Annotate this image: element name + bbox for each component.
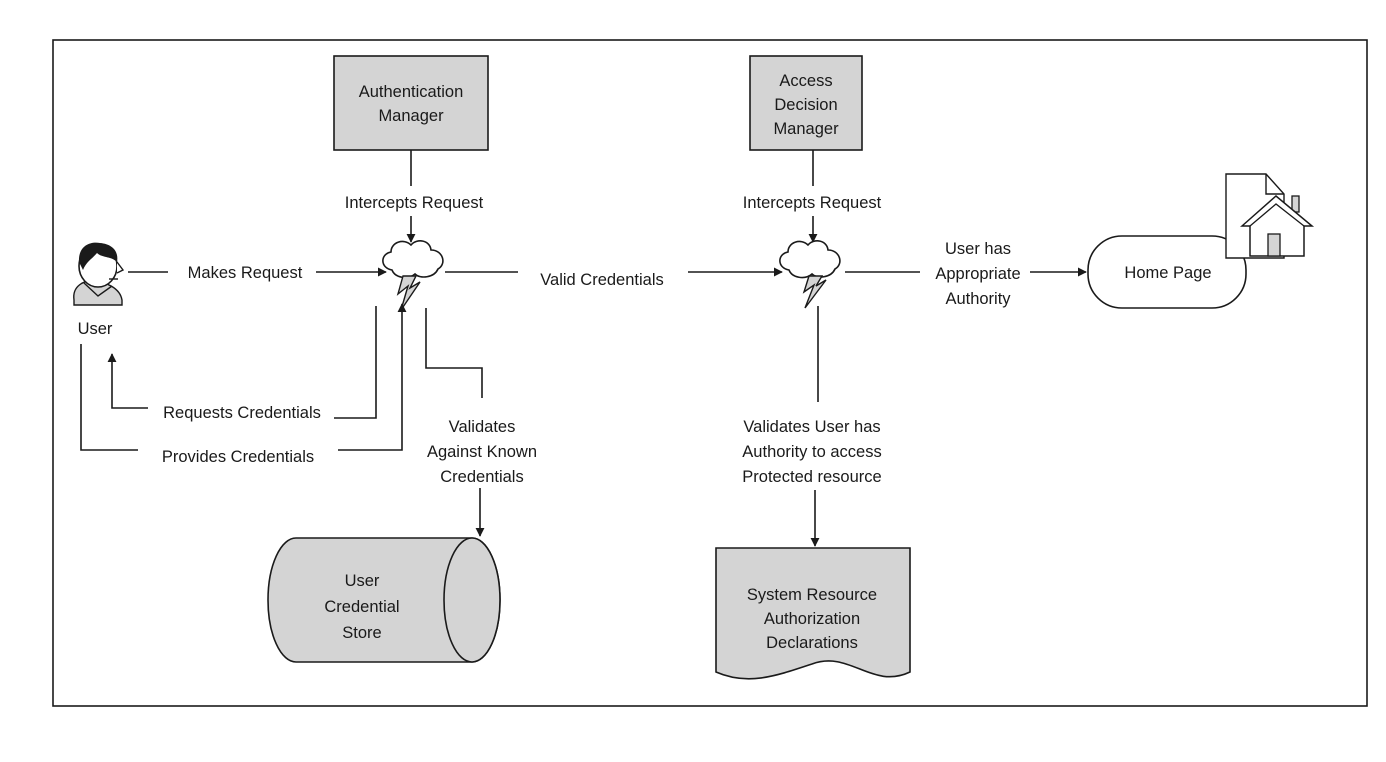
declarations-label-line2: Authorization	[764, 610, 860, 628]
credential-store-label-line2: Credential	[324, 598, 399, 616]
validates-known-label-line1: Validates	[449, 418, 516, 436]
diagram-frame	[52, 39, 1368, 707]
access-decision-manager-node: Access Decision Manager	[749, 55, 863, 151]
interceptor-1-cloud-icon	[382, 240, 444, 311]
requests-credentials-label: Requests Credentials	[163, 404, 321, 422]
authentication-manager-label-line1: Authentication	[359, 83, 464, 101]
home-page-node: Home Page	[1087, 235, 1247, 309]
user-label: User	[78, 320, 113, 338]
interceptor-2-cloud-icon	[779, 240, 841, 309]
requests-credentials-line	[334, 306, 377, 419]
authorization-declarations-node: System Resource Authorization Declaratio…	[715, 547, 911, 680]
user-credential-store-node: User Credential Store	[267, 537, 501, 663]
appropriate-authority-label-line3: Authority	[945, 290, 1011, 308]
validates-known-label-line3: Credentials	[440, 468, 523, 486]
makes-request-label: Makes Request	[188, 264, 303, 282]
valid-credentials-label: Valid Credentials	[540, 271, 664, 289]
user-avatar-icon	[73, 242, 125, 306]
credential-store-label-line1: User	[345, 572, 380, 590]
provides-credentials-line	[80, 344, 138, 451]
provides-credentials-label: Provides Credentials	[162, 448, 314, 466]
access-manager-label-line3: Manager	[773, 120, 839, 138]
appropriate-authority-label-line1: User has	[945, 240, 1011, 258]
access-manager-label-line1: Access	[779, 72, 832, 90]
home-page-label: Home Page	[1124, 264, 1211, 282]
validates-authority-label-line3: Protected resource	[742, 468, 881, 486]
validates-authority-label-line2: Authority to access	[742, 443, 881, 461]
validates-authority-label-line1: Validates User has	[743, 418, 880, 436]
requests-credentials-arrow	[107, 353, 148, 409]
provides-credentials-arrow	[338, 303, 407, 451]
home-document-icon	[1225, 173, 1315, 259]
credential-store-label-line3: Store	[342, 624, 381, 642]
authentication-manager-label-line2: Manager	[378, 107, 444, 125]
validates-known-label-line2: Against Known	[427, 443, 537, 461]
intercepts-request-label-2: Intercepts Request	[743, 194, 882, 212]
access-manager-label-line2: Decision	[774, 96, 837, 114]
authentication-manager-node: Authentication Manager	[333, 55, 489, 151]
declarations-label-line1: System Resource	[747, 586, 877, 604]
declarations-label-line3: Declarations	[766, 634, 858, 652]
validates-known-line	[425, 308, 483, 398]
appropriate-authority-label-line2: Appropriate	[935, 265, 1020, 283]
intercepts-request-label-1: Intercepts Request	[345, 194, 484, 212]
